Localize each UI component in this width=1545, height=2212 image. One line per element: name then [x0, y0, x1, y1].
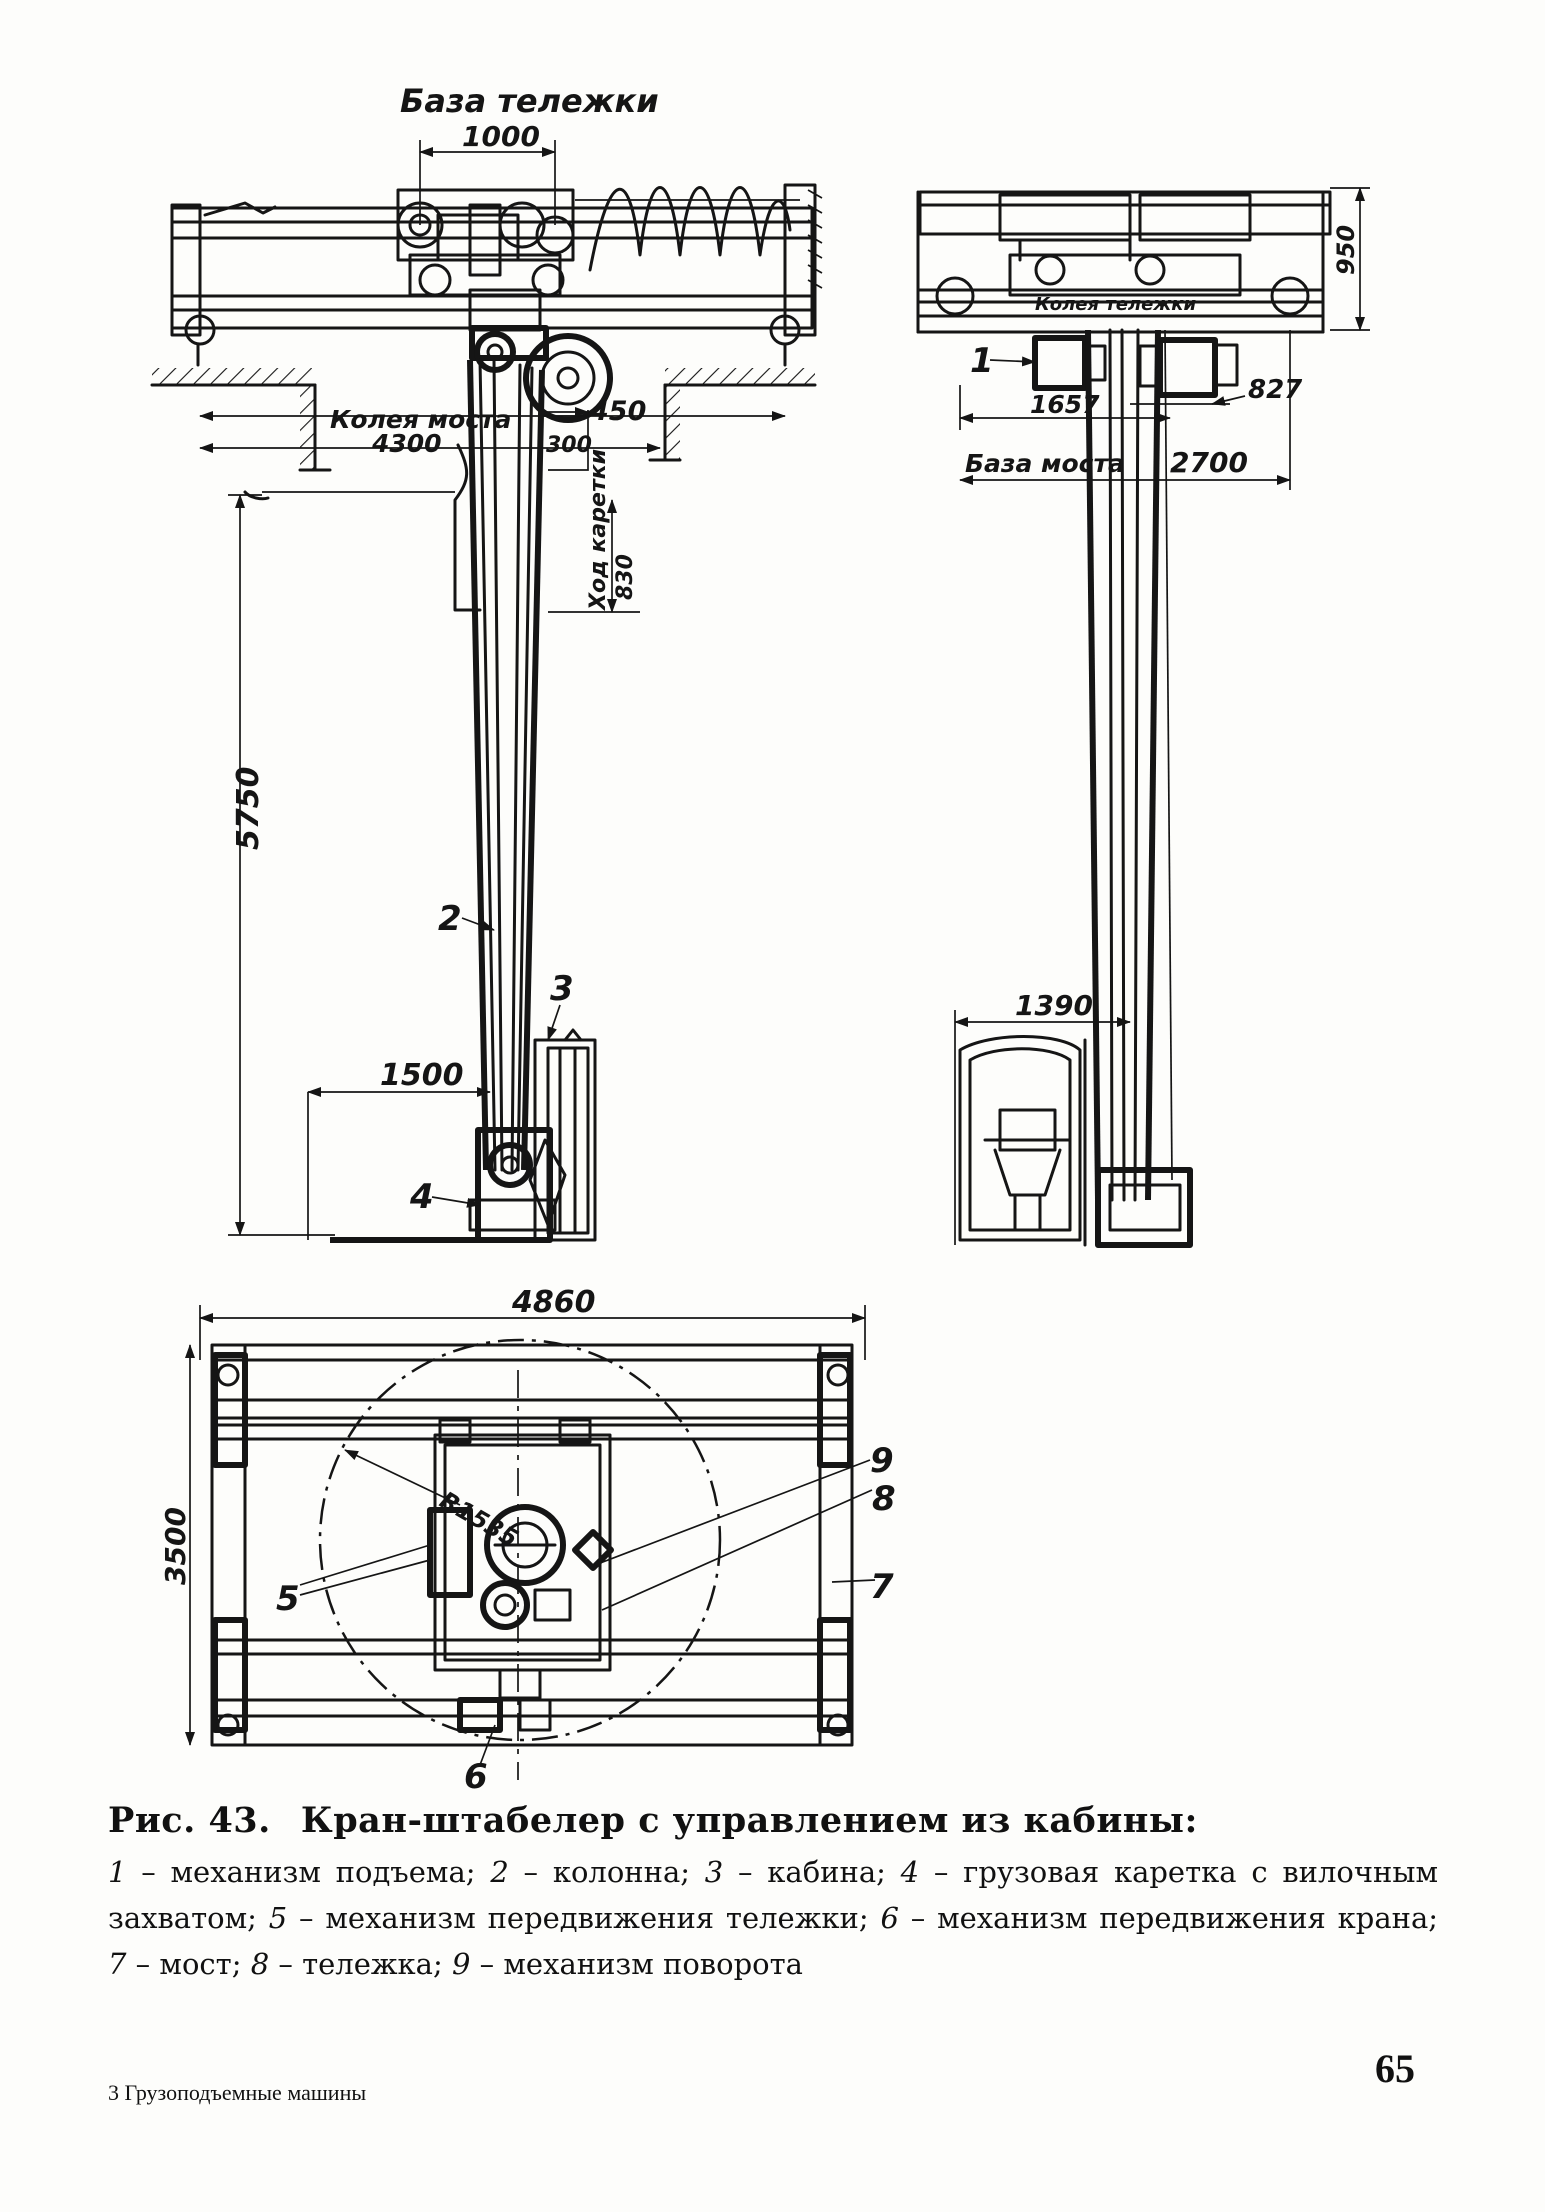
figure-caption: Рис. 43. Кран-штабелер с управлением из к… [108, 1800, 1438, 1987]
plan-view: 4860 3500 R1535 [159, 1285, 896, 1790]
legend-text: кабина [767, 1855, 877, 1889]
bridge-base-label: База моста [965, 449, 1125, 478]
front-view: База тележки 1000 [150, 82, 823, 1243]
dim-r1535: R1535 [435, 1486, 523, 1553]
page-number: 65 [1375, 2046, 1415, 2091]
legend-num: 2 [490, 1855, 509, 1889]
callout-2: 2 [438, 899, 462, 939]
caption-title: Рис. 43. Кран-штабелер с управлением из к… [108, 1800, 1438, 1841]
callout-8: 8 [872, 1479, 896, 1519]
callout-4: 4 [409, 1177, 434, 1217]
dim-4300: 4300 [371, 429, 442, 458]
legend-text: механизм подъема [170, 1855, 466, 1889]
callout-1: 1 [970, 341, 994, 381]
trolley-base-label: База тележки [400, 82, 659, 120]
legend-text: тележка [302, 1947, 433, 1981]
legend-text: механизм передвижения крана [937, 1901, 1429, 1935]
dim-2700: 2700 [1170, 446, 1248, 479]
legend-text: грузовая каретка с вилочным захватом [108, 1855, 1439, 1935]
trolley-gauge-label: Колея тележки [1035, 294, 1196, 315]
dim-827: 827 [1248, 375, 1303, 405]
figure-label: Рис. 43. [108, 1800, 271, 1841]
legend-text: механизм поворота [503, 1947, 803, 1981]
legend-text: мост [159, 1947, 232, 1981]
callout-6: 6 [464, 1757, 488, 1790]
dim-1500: 1500 [380, 1058, 464, 1093]
dim-1390: 1390 [1015, 989, 1093, 1022]
carriage-stroke-label: Ход каретки [586, 449, 611, 612]
dim-4860: 4860 [511, 1285, 596, 1320]
dim-1000: 1000 [462, 120, 540, 153]
legend-num: 1 [108, 1855, 127, 1889]
figure-title: Кран-штабелер с управлением из кабины: [300, 1800, 1198, 1841]
crane-stacker-drawing: База тележки 1000 [150, 82, 1370, 1790]
legend-num: 9 [451, 1947, 471, 1981]
legend-num: 7 [108, 1947, 127, 1981]
dim-300: 300 [546, 433, 592, 458]
dim-450: 450 [589, 396, 646, 427]
callout-9: 9 [870, 1441, 894, 1481]
legend-num: 5 [268, 1901, 288, 1935]
dim-830: 830 [613, 554, 638, 600]
caption-legend: 1 – механизм подъема; 2 – колонна; 3 – к… [108, 1855, 1439, 1981]
callout-7: 7 [870, 1567, 894, 1607]
legend-num: 3 [704, 1855, 724, 1889]
legend-num: 8 [250, 1947, 270, 1981]
legend-text: колонна [552, 1855, 681, 1889]
legend-num: 6 [880, 1901, 899, 1935]
callout-5: 5 [276, 1579, 300, 1619]
dim-3500: 3500 [159, 1507, 192, 1585]
dim-950: 950 [1332, 225, 1360, 275]
callout-3: 3 [550, 969, 574, 1009]
legend-text: механизм передвижения тележки [325, 1901, 859, 1935]
side-view: Колея тележки 950 1 827 1657 База моста … [916, 187, 1370, 1248]
running-footer: 3 Грузоподъемные машины [108, 2080, 367, 2105]
legend-num: 4 [900, 1855, 920, 1889]
dim-5750: 5750 [231, 767, 266, 851]
